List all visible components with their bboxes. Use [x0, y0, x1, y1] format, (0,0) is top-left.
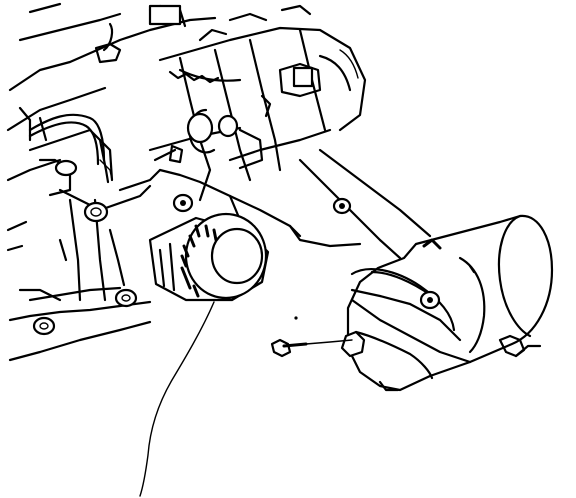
- generator-assembly: [102, 4, 367, 202]
- shield-bracket: [158, 148, 432, 260]
- dot-marker: [294, 316, 298, 320]
- engine-block: [6, 2, 217, 362]
- mounting-bolt: [270, 338, 353, 358]
- oil-filter-shield: [340, 214, 554, 392]
- wire-harness: [28, 113, 113, 181]
- callout-leader-line: [139, 301, 215, 497]
- oil-filter: [148, 212, 270, 302]
